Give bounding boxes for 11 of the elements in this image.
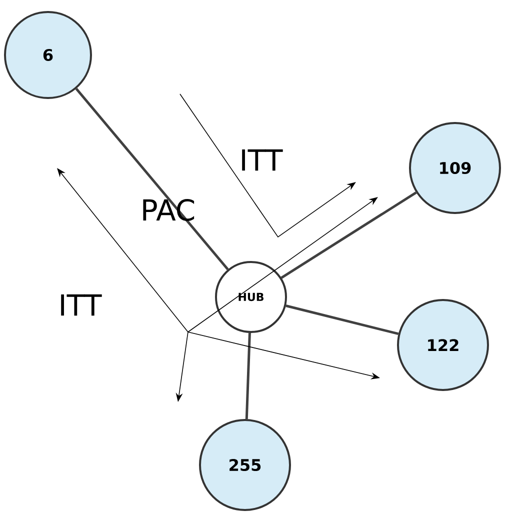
circle-node: HUB xyxy=(215,261,287,333)
circle-node: 6 xyxy=(4,11,92,99)
connector-line xyxy=(75,88,229,270)
circle-node: 122 xyxy=(397,299,489,391)
circle-node: 255 xyxy=(199,419,291,511)
axis-label: ITT xyxy=(61,294,102,316)
connector-line xyxy=(280,192,417,279)
connector-line xyxy=(245,332,251,420)
connector-line xyxy=(286,304,399,336)
axis-label: ITT xyxy=(242,149,283,171)
circle-node: 109 xyxy=(409,122,501,214)
